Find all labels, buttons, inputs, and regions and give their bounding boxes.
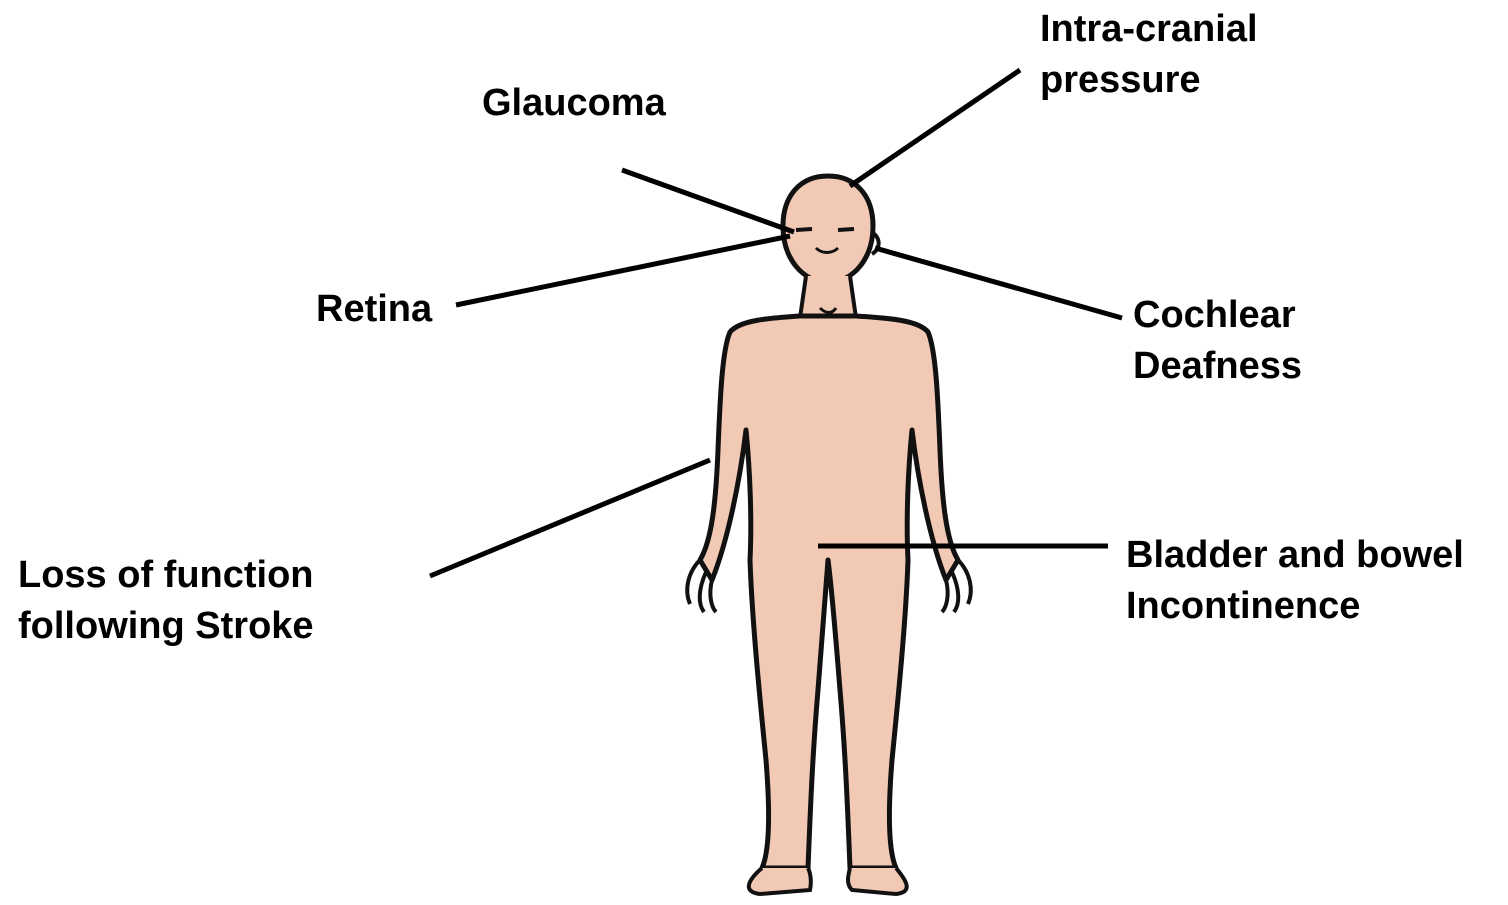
label-line: Loss of function [18, 550, 314, 601]
eye-right [838, 229, 854, 230]
label-bladder-bowel: Bladder and bowel Incontinence [1126, 530, 1464, 632]
label-line: Bladder and bowel [1126, 530, 1464, 581]
right-foot [848, 868, 907, 894]
leader-retina [456, 236, 790, 305]
label-line: Intra-cranial [1040, 4, 1258, 55]
leader-cochlear [875, 248, 1122, 318]
label-line: Retina [316, 284, 432, 335]
label-retina: Retina [316, 284, 432, 335]
left-foot [749, 868, 811, 894]
human-silhouette [687, 176, 971, 894]
label-loss-of-function: Loss of function following Stroke [18, 550, 314, 652]
leader-stroke [430, 460, 710, 576]
leader-glaucoma [622, 170, 794, 232]
torso-legs [700, 316, 958, 868]
label-line: pressure [1040, 55, 1258, 106]
label-line: Incontinence [1126, 581, 1464, 632]
label-line: Deafness [1133, 341, 1302, 392]
label-line: following Stroke [18, 601, 314, 652]
label-glaucoma: Glaucoma [482, 78, 666, 129]
label-cochlear-deafness: Cochlear Deafness [1133, 290, 1302, 392]
label-intracranial-pressure: Intra-cranial pressure [1040, 4, 1258, 106]
leader-intracranial [850, 70, 1020, 186]
label-line: Glaucoma [482, 78, 666, 129]
eye-left [796, 229, 812, 230]
label-line: Cochlear [1133, 290, 1302, 341]
